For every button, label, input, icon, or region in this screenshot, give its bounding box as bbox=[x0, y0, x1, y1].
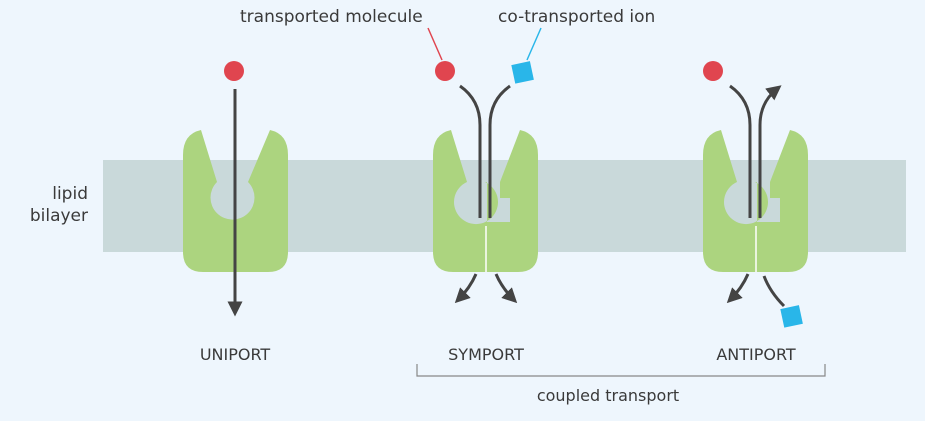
uniport-label: UNIPORT bbox=[200, 345, 271, 364]
symport-arrow-out-right bbox=[494, 273, 518, 304]
lipid-label-line2: bilayer bbox=[30, 206, 88, 226]
co-transported-ion-label: co-transported ion bbox=[498, 7, 655, 27]
symport-ion bbox=[511, 61, 534, 84]
antiport-arrow-out-top bbox=[758, 85, 782, 218]
antiport-protein bbox=[703, 130, 808, 272]
antiport-arrow-ion-in bbox=[762, 275, 786, 308]
transported-molecule-label: transported molecule bbox=[240, 7, 423, 27]
symport-arrow-out-left bbox=[454, 273, 478, 304]
coupled-transport-bracket bbox=[416, 364, 826, 377]
antiport-molecule bbox=[703, 61, 723, 81]
antiport-arrow-in bbox=[729, 84, 752, 218]
symport-arrow-molecule bbox=[459, 84, 482, 218]
ion-leader-line bbox=[526, 27, 542, 61]
uniport-protein bbox=[183, 130, 288, 272]
symport-label: SYMPORT bbox=[448, 345, 524, 364]
antiport-ion bbox=[780, 305, 803, 328]
molecule-leader-line bbox=[427, 27, 443, 61]
symport-group bbox=[433, 61, 538, 304]
uniport-group bbox=[183, 61, 288, 317]
antiport-group bbox=[703, 61, 808, 328]
symport-molecule bbox=[435, 61, 455, 81]
symport-protein bbox=[433, 130, 538, 272]
symport-arrow-ion bbox=[488, 84, 511, 218]
antiport-arrow-out-bottom bbox=[726, 273, 750, 304]
antiport-label: ANTIPORT bbox=[716, 345, 796, 364]
coupled-transport-label: coupled transport bbox=[537, 386, 679, 405]
uniport-molecule bbox=[224, 61, 244, 81]
lipid-label-line1: lipid bbox=[52, 184, 88, 204]
